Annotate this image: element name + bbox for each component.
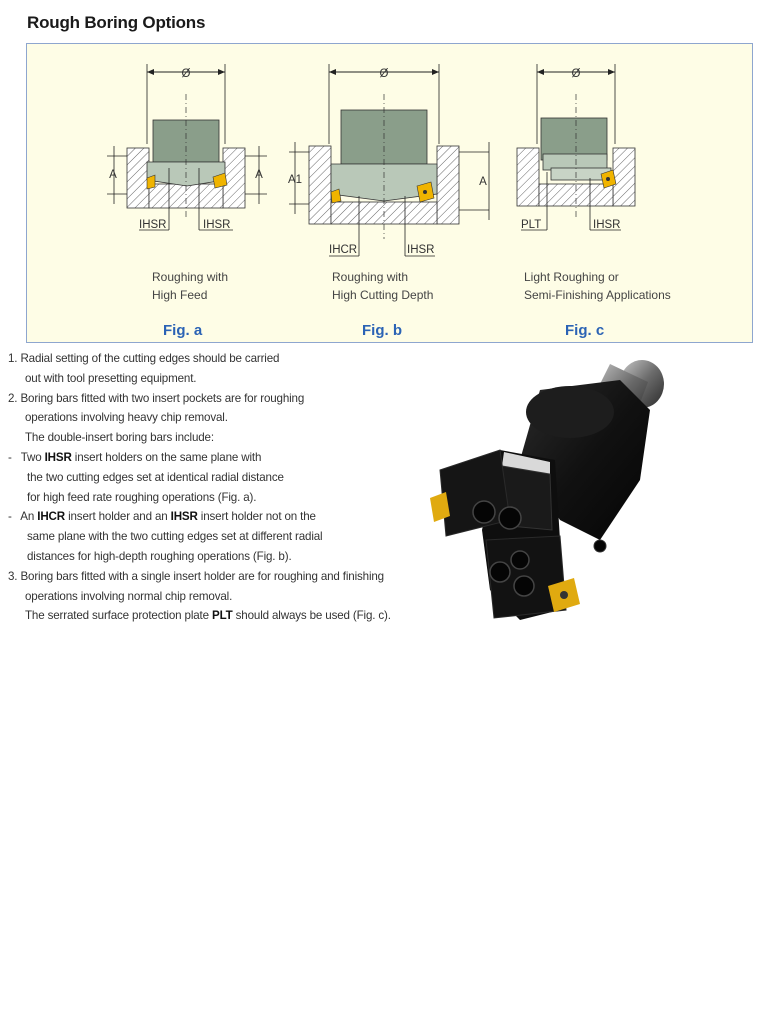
figure-a-drawing: Ø A A IHSR IHSR bbox=[107, 64, 267, 231]
note-3-bold: PLT bbox=[212, 609, 233, 623]
note-3-line3: The serrated surface protection plate PL… bbox=[8, 606, 391, 626]
bullet-2-mid: insert holder and an bbox=[65, 510, 171, 524]
bullet-2-prefix: - An bbox=[8, 510, 38, 524]
diagram-panel: Ø A A IHSR IHSR bbox=[26, 43, 753, 343]
plt-label-c: PLT bbox=[521, 219, 541, 231]
figure-a-label: Fig. a bbox=[163, 322, 203, 339]
bullet-2-suffix: insert holder not on the bbox=[197, 510, 316, 524]
note-2-bullet-2-line3: distances for high-depth roughing operat… bbox=[27, 549, 292, 563]
figure-b-caption-line1: Roughing with bbox=[332, 270, 409, 284]
figure-c-caption-line1: Light Roughing or bbox=[524, 270, 619, 284]
note-1-line2: out with tool presetting equipment. bbox=[25, 371, 197, 385]
figure-a-caption-line1: Roughing with bbox=[152, 270, 229, 284]
diameter-label-b: Ø bbox=[380, 68, 389, 80]
dimension-a-right-label: A bbox=[255, 169, 263, 181]
note-2-line2: operations involving heavy chip removal. bbox=[25, 411, 228, 425]
dimension-a1-label: A1 bbox=[288, 174, 302, 186]
bullet-2-bold1: IHCR bbox=[37, 510, 65, 524]
note-1-line1: 1. Radial setting of the cutting edges s… bbox=[8, 352, 280, 365]
ihsr-label-a2: IHSR bbox=[203, 219, 230, 231]
figure-b-caption-line2: High Cutting Depth bbox=[332, 288, 434, 302]
figure-b-label: Fig. b bbox=[362, 322, 402, 339]
boring-bar-photo bbox=[430, 360, 664, 620]
figure-c-caption-line2: Semi-Finishing Applications bbox=[524, 288, 671, 302]
note-2-bullet-2-line2: same plane with the two cutting edges se… bbox=[27, 530, 323, 544]
note-3-line1: 3. Boring bars fitted with a single inse… bbox=[8, 569, 384, 583]
note-2-line1: 2. Boring bars fitted with two insert po… bbox=[8, 391, 305, 405]
note-2-line3: The double-insert boring bars include: bbox=[25, 431, 214, 445]
dimension-a-left-label: A bbox=[109, 169, 117, 181]
diameter-label-c: Ø bbox=[572, 68, 581, 80]
figure-a-caption-line2: High Feed bbox=[152, 288, 208, 302]
ihcr-label-b: IHCR bbox=[329, 244, 357, 256]
bullet-2-bold2: IHSR bbox=[170, 510, 198, 524]
figure-c-drawing: Ø PLT IHSR bbox=[516, 64, 636, 231]
ihsr-label-c: IHSR bbox=[593, 219, 620, 231]
note-2-bullet-1-line2: the two cutting edges set at identical r… bbox=[27, 470, 284, 484]
note-3-prefix: The serrated surface protection plate bbox=[25, 609, 212, 623]
bullet-1-bold: IHSR bbox=[44, 450, 72, 464]
ihsr-label-a1: IHSR bbox=[139, 219, 166, 231]
figure-c-label: Fig. c bbox=[565, 322, 605, 339]
dimension-a-b-label: A bbox=[479, 176, 487, 188]
bullet-1-prefix: - Two bbox=[8, 450, 45, 464]
note-3-suffix: should always be used (Fig. c). bbox=[232, 609, 391, 623]
note-2-bullet-2: - An IHCR insert holder and an IHSR inse… bbox=[8, 507, 368, 527]
diameter-label-a: Ø bbox=[182, 68, 191, 80]
rough-boring-diagrams: Ø A A IHSR IHSR bbox=[107, 64, 636, 257]
figure-b-caption: Roughing with High Cutting Depth bbox=[332, 268, 433, 304]
note-2-bullet-1-line3: for high feed rate roughing operations (… bbox=[27, 490, 257, 504]
ihsr-label-b: IHSR bbox=[407, 244, 434, 256]
figure-a-caption: Roughing with High Feed bbox=[152, 268, 228, 304]
notes-text: 1. Radial setting of the cutting edges s… bbox=[8, 349, 391, 626]
page-title: Rough Boring Options bbox=[27, 13, 206, 32]
note-2-bullet-1: - Two IHSR insert holders on the same pl… bbox=[8, 448, 368, 468]
figure-b-drawing: Ø A1 A IHCR IHSR bbox=[288, 64, 490, 257]
bullet-1-suffix: insert holders on the same plane with bbox=[71, 450, 262, 464]
note-3-line2: operations involving normal chip removal… bbox=[25, 589, 233, 603]
figure-c-caption: Light Roughing or Semi-Finishing Applica… bbox=[524, 268, 671, 304]
